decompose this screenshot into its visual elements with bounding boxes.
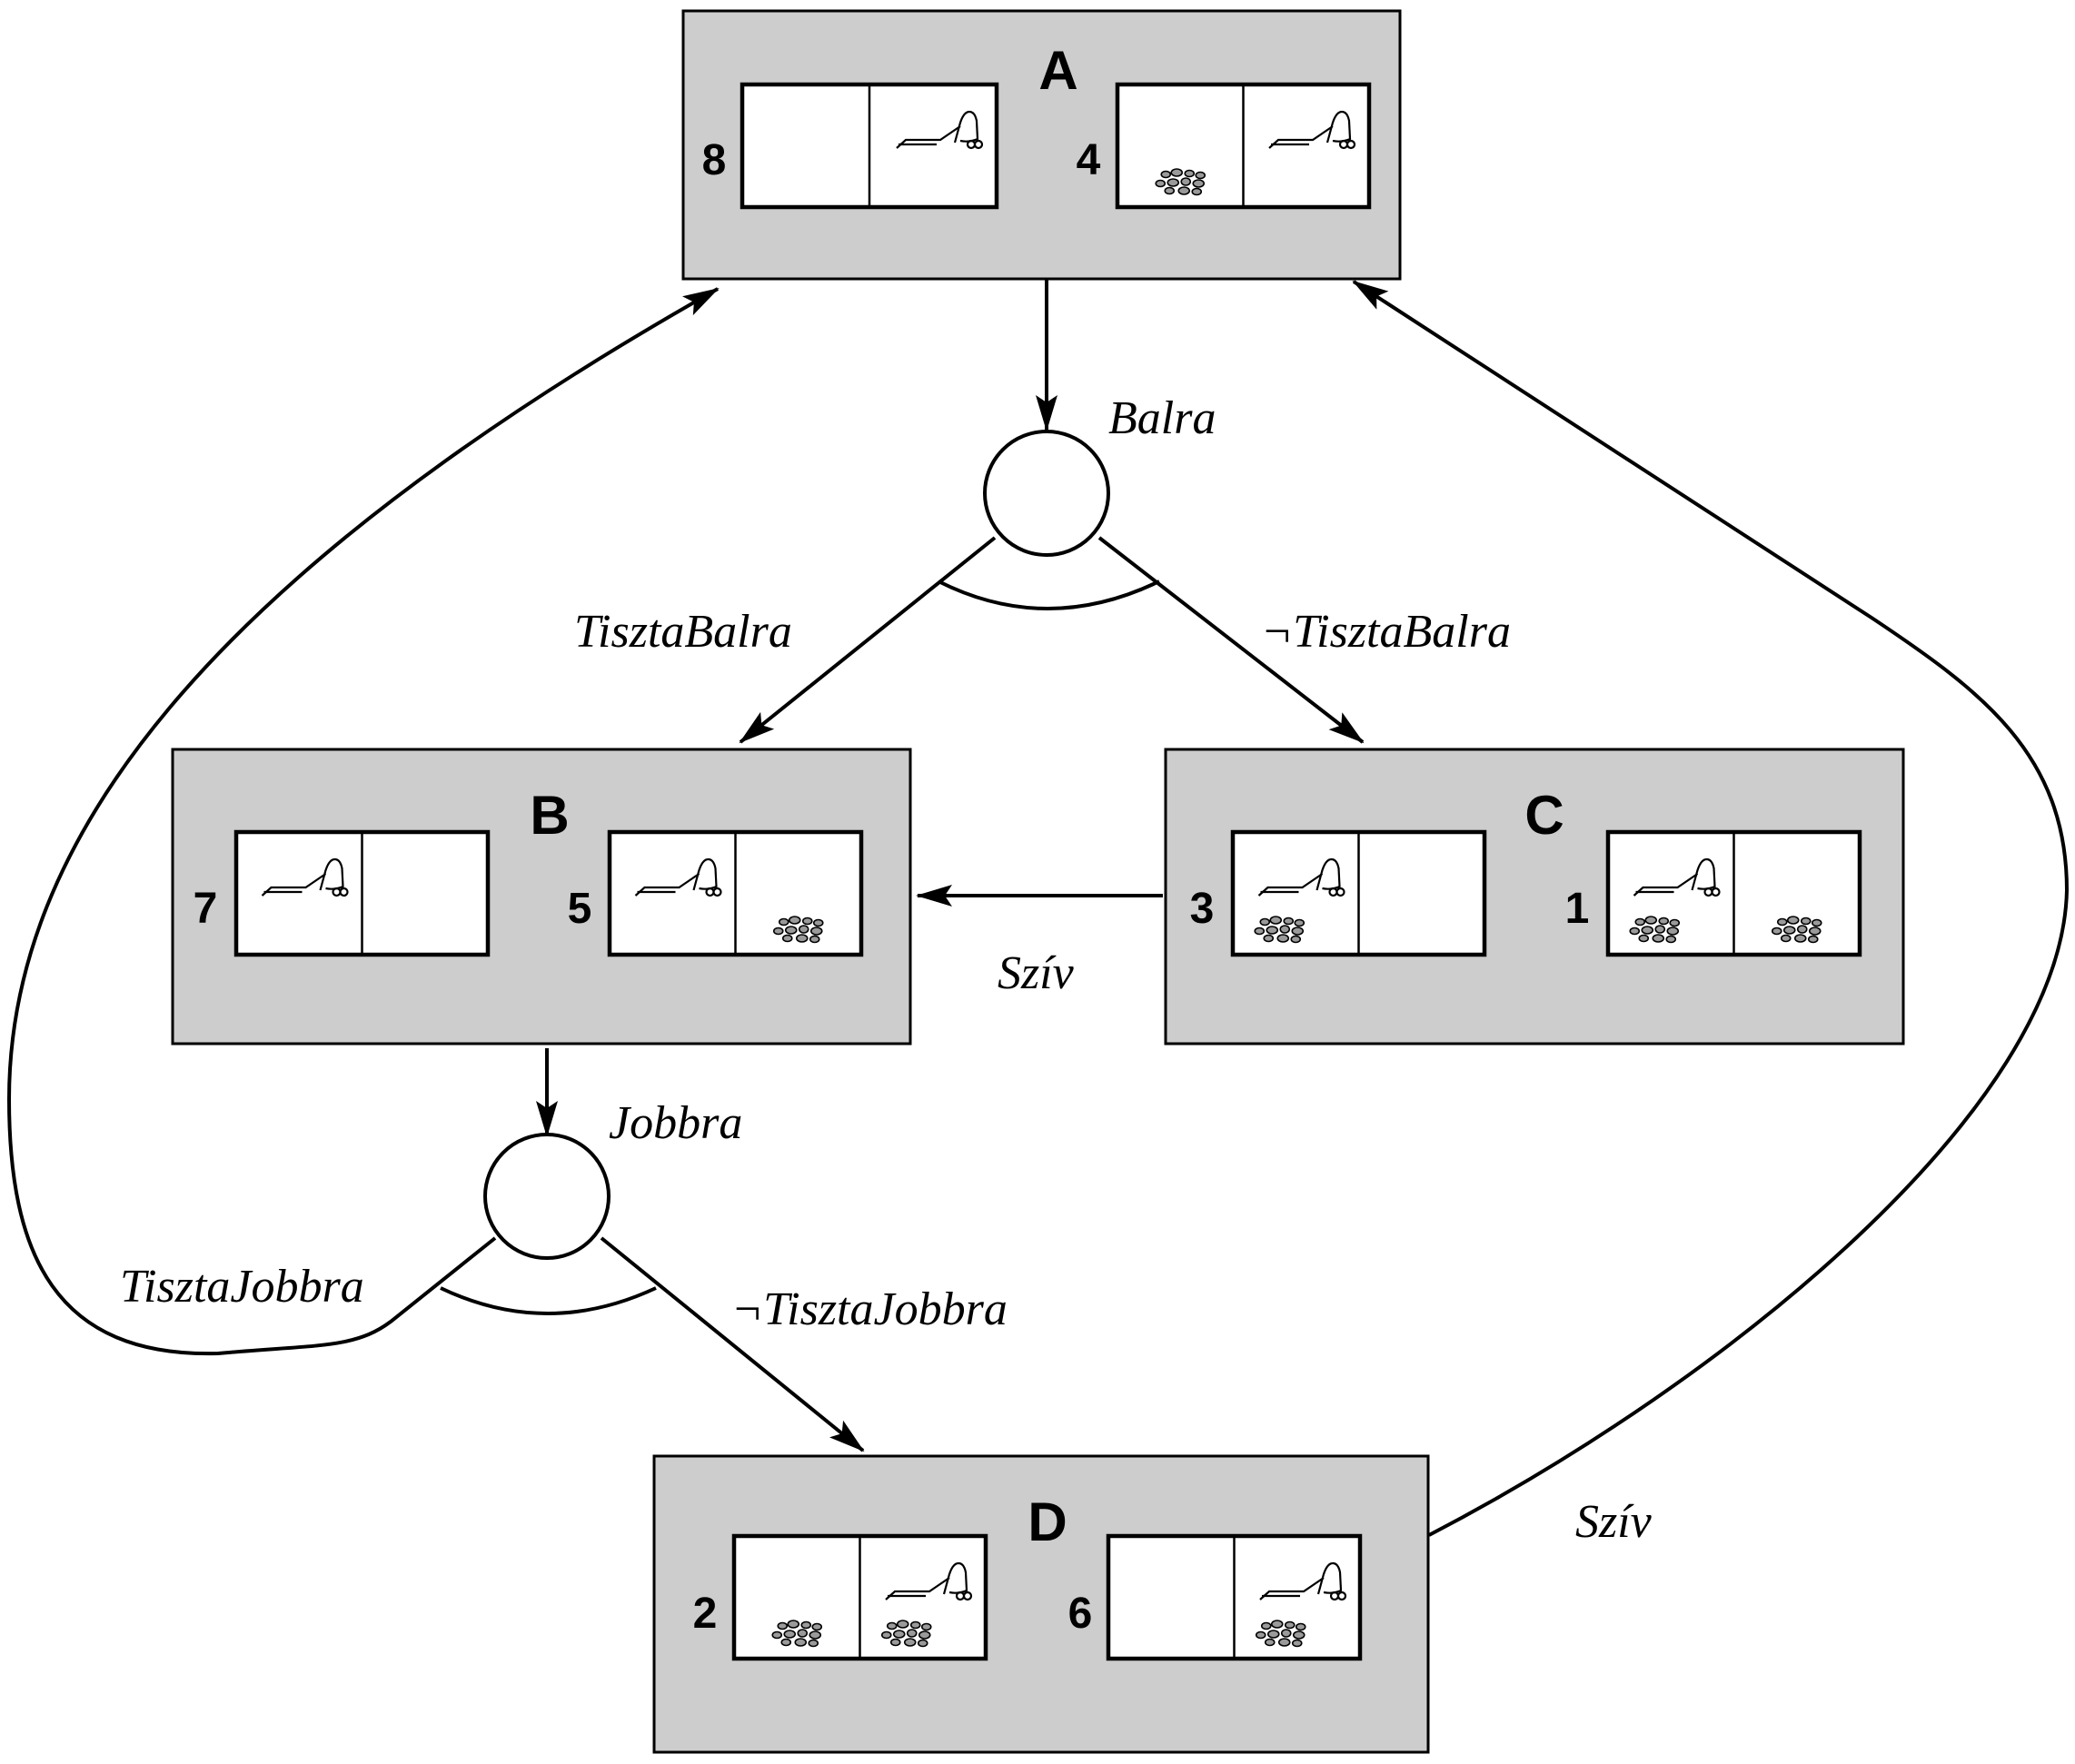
state-grid [1106,1533,1363,1661]
state-grid [740,82,999,210]
vacuum-icon [634,857,722,897]
room-left [1155,168,1206,196]
state-grid [607,829,864,957]
dirt-icon [772,916,824,944]
vacuum-icon [1268,110,1356,150]
room-left [771,1620,823,1648]
label-tiszta-jobbra: TisztaJobbra [120,1261,364,1313]
state-number: 4 [1077,136,1101,184]
room-right [1268,110,1356,150]
and-arc [938,580,1160,610]
edge-jobbra-to-d [600,1236,865,1452]
room-left [261,857,349,897]
and-arc [440,1286,657,1315]
vacuum-icon [261,857,349,897]
room-right [1255,1561,1347,1648]
label-not-tiszta-balra: ¬TisztaBalra [1261,606,1511,658]
dirt-icon [880,1620,932,1648]
dirt-icon [771,1620,823,1648]
box-c: C 3 1 [1164,748,1905,1046]
label-sziv-d-a: Szív [1575,1496,1653,1548]
state-grid [233,829,491,957]
vacuum-icon [1633,857,1721,897]
label-sziv-c-b: Szív [998,947,1075,999]
room-right [880,1561,973,1648]
room-right [896,110,984,150]
label-jobbra: Jobbra [609,1097,742,1149]
state-number: 1 [1565,885,1590,933]
box-label: A [1038,40,1077,101]
room-left [1254,857,1345,944]
state-number: 2 [693,1590,718,1638]
edge-jobbra-to-a [6,287,720,1356]
label-not-tiszta-jobbra: ¬TisztaJobbra [731,1283,1008,1335]
vacuum-icon [1257,857,1345,897]
room-left [1629,857,1721,944]
label-balra: Balra [1108,392,1216,444]
state-grid [731,1533,988,1661]
edge-balra-to-b [739,536,997,744]
box-a: A 8 4 [681,9,1402,281]
box-label: D [1028,1491,1067,1552]
state-grid [1115,82,1372,210]
box-label: C [1524,785,1564,846]
and-circle [983,430,1110,557]
and-circle [483,1133,611,1260]
room-right [1771,916,1822,944]
box-d: D 2 6 [652,1454,1430,1754]
state-number: 8 [702,136,727,184]
label-tiszta-balra: TisztaBalra [574,606,792,658]
state-number: 6 [1068,1590,1093,1638]
vacuum-icon [1259,1561,1347,1601]
state-grid [1230,829,1487,957]
state-number: 3 [1190,885,1215,933]
state-number: 5 [568,885,592,933]
dirt-icon [1254,916,1306,944]
room-left [634,857,722,897]
edge-balra-to-c [1097,536,1365,744]
and-node-balra [938,430,1160,610]
dirt-icon [1629,916,1681,944]
vacuum-icon [885,1561,973,1601]
edge-labels: Balra TisztaBalra ¬TisztaBalra Szív Jobb… [120,392,1653,1548]
vacuum-icon [896,110,984,150]
state-number: 7 [194,885,218,933]
and-node-jobbra [440,1133,657,1315]
dirt-icon [1771,916,1822,944]
box-b: B 7 5 [171,748,912,1046]
edges [6,279,2070,1537]
box-label: B [530,785,569,846]
edge-d-to-a [1352,280,2070,1537]
room-right [772,916,824,944]
dirt-icon [1155,168,1206,196]
dirt-icon [1255,1620,1306,1648]
state-grid [1605,829,1862,957]
